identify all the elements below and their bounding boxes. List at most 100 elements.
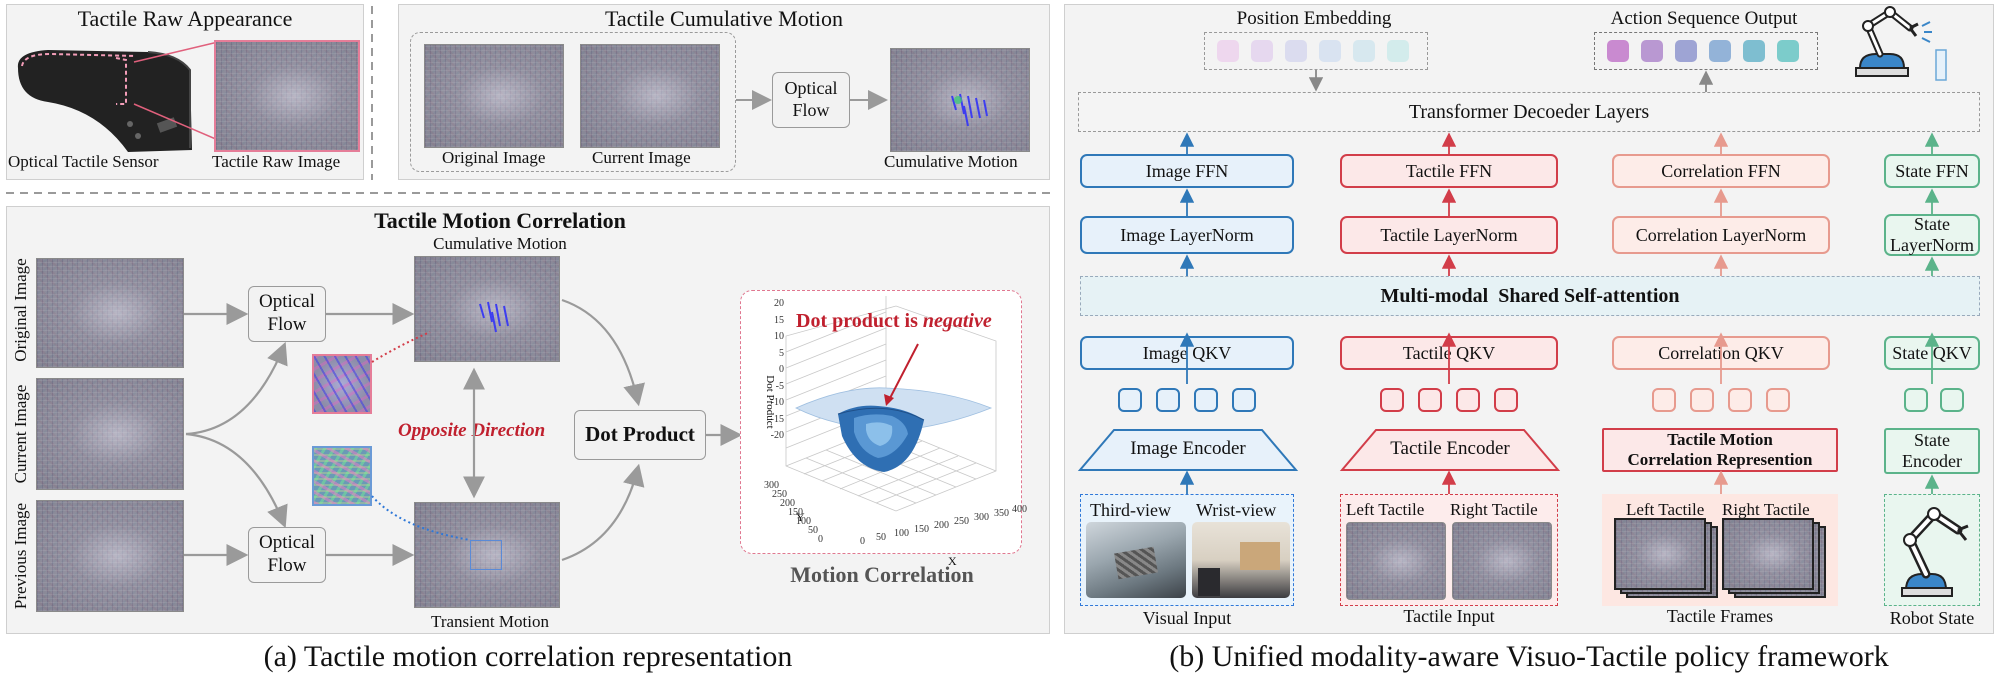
- robot-state-label: Robot State: [1889, 608, 1975, 628]
- motion-correlation-label: Motion Correlation: [790, 562, 974, 587]
- tactile-raw-image-label: Tactile Raw Image: [212, 152, 341, 171]
- transient-region-marker: [470, 540, 502, 570]
- frames-right-label: Right Tactile: [1722, 500, 1810, 519]
- wrist-view-image: [1192, 522, 1290, 598]
- tactile-token: [1418, 388, 1442, 412]
- optical-flow-box-upper: Optical Flow: [248, 286, 326, 342]
- left-tactile-label: Left Tactile: [1346, 500, 1425, 519]
- optical-flow-box-lower: Optical Flow: [248, 527, 326, 583]
- shared-self-attention-box: Multi-modal Shared Self-attention: [1080, 276, 1980, 316]
- original-image-label: Original Image: [442, 148, 546, 167]
- plot-x-axis-label: X: [948, 554, 957, 568]
- y-tick: 50: [808, 525, 818, 536]
- x-tick: 200: [934, 520, 949, 531]
- plot-y-axis-label: Y: [796, 510, 805, 524]
- x-tick: 150: [914, 524, 929, 535]
- cumulative-motion-center-image: [414, 256, 560, 362]
- y-tick: 0: [818, 534, 823, 545]
- image-token: [1194, 388, 1218, 412]
- robot-state-icon: [1901, 507, 1969, 597]
- y-tick: 200: [780, 498, 795, 509]
- optical-flow-box-top-row: Optical Flow: [772, 72, 850, 128]
- transient-flow-thumbnail: [312, 446, 372, 506]
- caption-a: (a) Tactile motion correlation represent…: [263, 640, 793, 673]
- action-output-tokens: [1594, 32, 1818, 70]
- position-embedding-tokens: [1204, 32, 1428, 70]
- state-layernorm-box: State LayerNorm: [1884, 214, 1980, 256]
- action-token: [1675, 40, 1697, 62]
- action-token: [1777, 40, 1799, 62]
- optical-tactile-sensor-label: Optical Tactile Sensor: [8, 152, 159, 171]
- z-tick: -5: [775, 380, 784, 392]
- visual-input-label: Visual Input: [1142, 608, 1232, 628]
- tactile-encoder-trapezoid: [1339, 429, 1561, 471]
- position-embedding-label: Position Embedding: [1236, 8, 1392, 29]
- cumulative-motion-title: Tactile Cumulative Motion: [605, 6, 843, 31]
- wrist-view-gripper: [1198, 568, 1220, 596]
- motion-correlation-3d-plot: [785, 296, 997, 512]
- action-token: [1641, 40, 1663, 62]
- z-tick: -10: [770, 397, 784, 408]
- x-tick: 50: [876, 532, 886, 543]
- action-token: [1743, 40, 1765, 62]
- transient-motion-label: Transient Motion: [431, 612, 549, 631]
- plot-z-ticks: 20 15 10 5 0 -5 -10 -15 -20: [760, 296, 784, 486]
- correlation-layernorm-box: Correlation LayerNorm: [1612, 216, 1830, 254]
- correlation-token: [1652, 388, 1676, 412]
- embedding-token: [1319, 40, 1341, 62]
- z-tick: 5: [779, 347, 784, 359]
- current-image-left: [36, 378, 184, 490]
- tactile-token: [1380, 388, 1404, 412]
- correlation-ffn-box: Correlation FFN: [1612, 154, 1830, 188]
- cumulative-motion-vectors: [951, 93, 988, 127]
- state-encoder-box: State Encoder: [1884, 428, 1980, 474]
- state-ffn-box: State FFN: [1884, 154, 1980, 188]
- state-token: [1904, 388, 1928, 412]
- x-tick: 100: [894, 528, 909, 539]
- cumulative-motion-top-label: Cumulative Motion: [433, 234, 567, 253]
- input-images-group: [410, 32, 736, 172]
- cumulative-arrows: [736, 90, 888, 110]
- original-image-left: [36, 258, 184, 368]
- action-token: [1709, 40, 1731, 62]
- z-tick: 0: [779, 364, 784, 375]
- left-frame-stack-front: [1614, 518, 1706, 590]
- raw-appearance-title: Tactile Raw Appearance: [77, 6, 293, 31]
- tactile-input-label: Tactile Input: [1403, 606, 1495, 626]
- frames-left-label: Left Tactile: [1626, 500, 1705, 519]
- left-tactile-image: [1346, 522, 1446, 600]
- tactile-token: [1456, 388, 1480, 412]
- embedding-token: [1285, 40, 1307, 62]
- image-token: [1156, 388, 1180, 412]
- x-tick: 350: [994, 508, 1009, 519]
- current-image: [580, 44, 720, 148]
- original-image: [424, 44, 564, 148]
- image-ffn-box: Image FFN: [1080, 154, 1294, 188]
- image-encoder-trapezoid: [1077, 429, 1299, 471]
- y-tick: 100: [796, 516, 811, 527]
- right-tactile-image: [1452, 522, 1552, 600]
- plot-x-ticks: 0 50 100 150 200 250 300 350 400: [860, 504, 1027, 564]
- wrist-view-box: [1240, 542, 1280, 570]
- correlation-token: [1728, 388, 1752, 412]
- image-token: [1118, 388, 1142, 412]
- transient-motion-center-image: [414, 502, 560, 608]
- embedding-token: [1387, 40, 1409, 62]
- x-tick: 0: [860, 536, 865, 547]
- wrist-view-label: Wrist-view: [1196, 500, 1277, 520]
- motion-correlation-title: Tactile Motion Correlation: [374, 208, 626, 233]
- y-tick: 150: [788, 507, 803, 518]
- image-layernorm-box: Image LayerNorm: [1080, 216, 1294, 254]
- previous-image-left: [36, 500, 184, 612]
- embedding-token: [1217, 40, 1239, 62]
- negative-note-emphasis: negative: [922, 310, 992, 332]
- right-frame-stack-front: [1722, 518, 1814, 590]
- current-image-label: Current Image: [592, 148, 691, 167]
- state-token: [1940, 388, 1964, 412]
- action-token: [1607, 40, 1629, 62]
- correlation-token: [1766, 388, 1790, 412]
- y-tick: 300: [764, 480, 779, 491]
- z-tick: 15: [774, 314, 784, 326]
